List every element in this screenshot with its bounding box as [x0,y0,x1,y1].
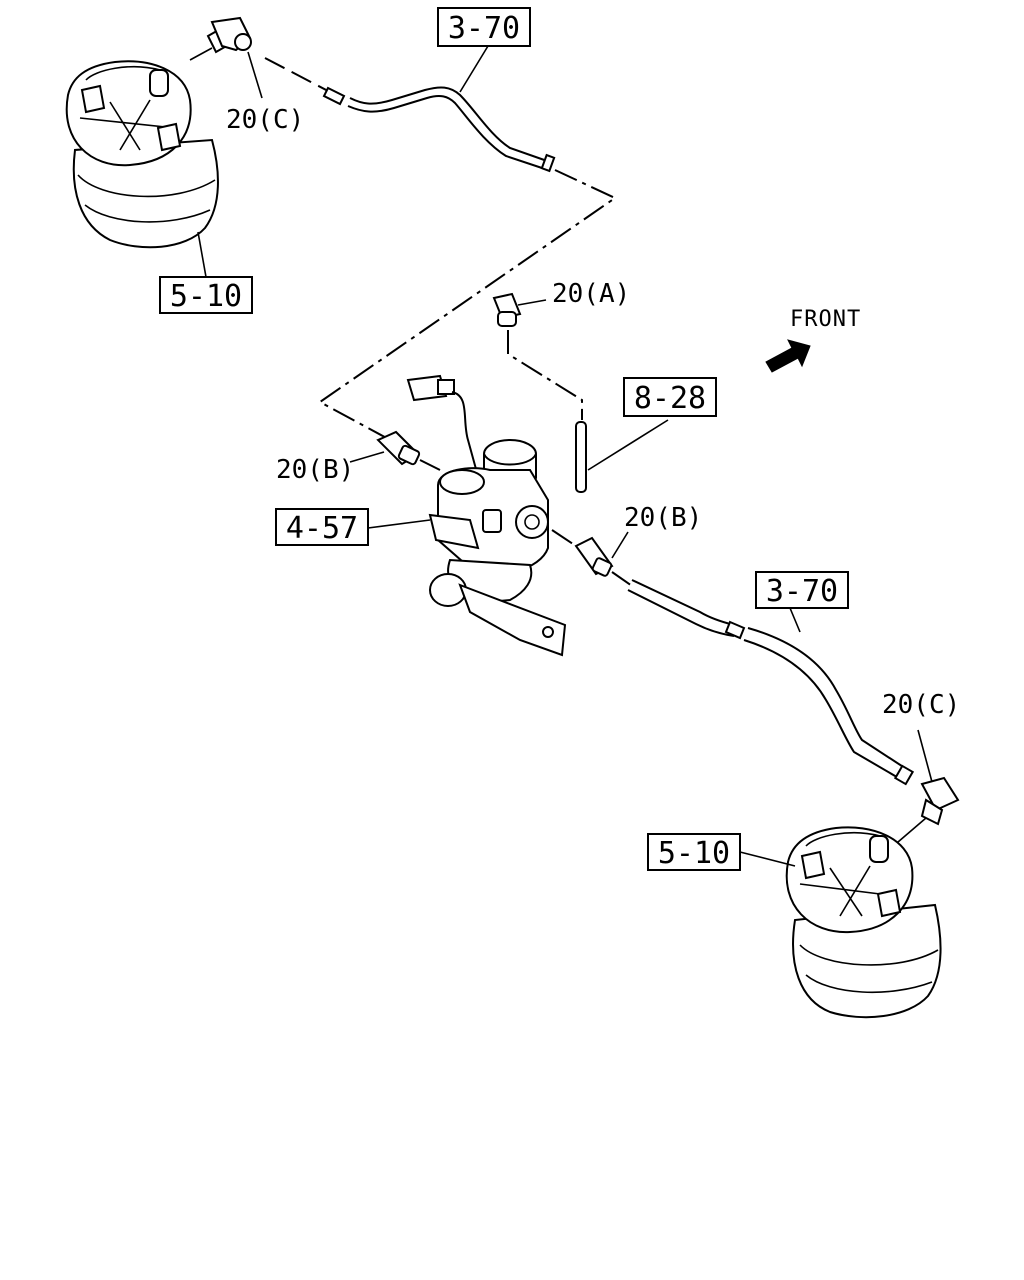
elbow-fitting-c-right [917,729,960,826]
elbow-fitting-c-left [189,16,252,61]
callout-hose-right-text: 3-70 [766,574,838,609]
air-spring-left [65,60,219,249]
label-fitting-a: 20(A) [552,279,630,309]
fitting-b-right [551,529,629,577]
callout-hose-right: 3-70 [755,571,849,609]
fitting-a [492,292,547,327]
callout-hose-top: 3-70 [437,7,531,47]
callout-valve-text: 4-57 [286,511,358,546]
hose-right [611,571,915,786]
callout-rod: 8-28 [623,377,717,417]
label-fitting-c-left: 20(C) [226,105,304,135]
label-fitting-b-left: 20(B) [276,455,354,485]
front-label: FRONT [790,307,861,332]
connection-line-top [318,169,618,449]
label-fitting-c-right: 20(C) [882,690,960,720]
callout-valve: 4-57 [275,508,369,546]
leveling-valve [367,374,567,657]
callout-airbag-left: 5-10 [159,276,253,314]
air-spring-right [785,826,942,1019]
callout-hose-top-text: 3-70 [448,11,520,46]
callout-rod-text: 8-28 [634,381,706,416]
front-arrow-icon [765,339,811,373]
fitting-b-left [349,430,441,471]
label-fitting-b-right: 20(B) [624,503,702,533]
connection-line-a [507,330,583,420]
callout-airbag-right-text: 5-10 [658,836,730,871]
callout-airbag-right: 5-10 [647,833,741,871]
rod [575,419,669,493]
hose-top [264,57,556,173]
callout-airbag-left-text: 5-10 [170,279,242,314]
